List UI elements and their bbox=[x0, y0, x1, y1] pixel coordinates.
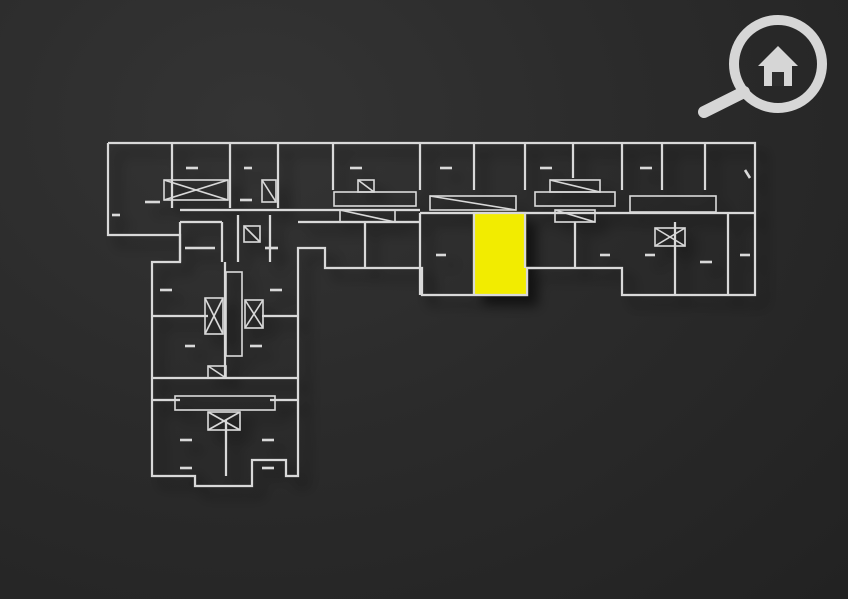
house-search-icon bbox=[698, 15, 827, 118]
wall-marks bbox=[112, 166, 752, 470]
selected-unit[interactable] bbox=[472, 211, 527, 295]
core-fixtures bbox=[163, 179, 717, 431]
outer-wall bbox=[106, 141, 757, 488]
